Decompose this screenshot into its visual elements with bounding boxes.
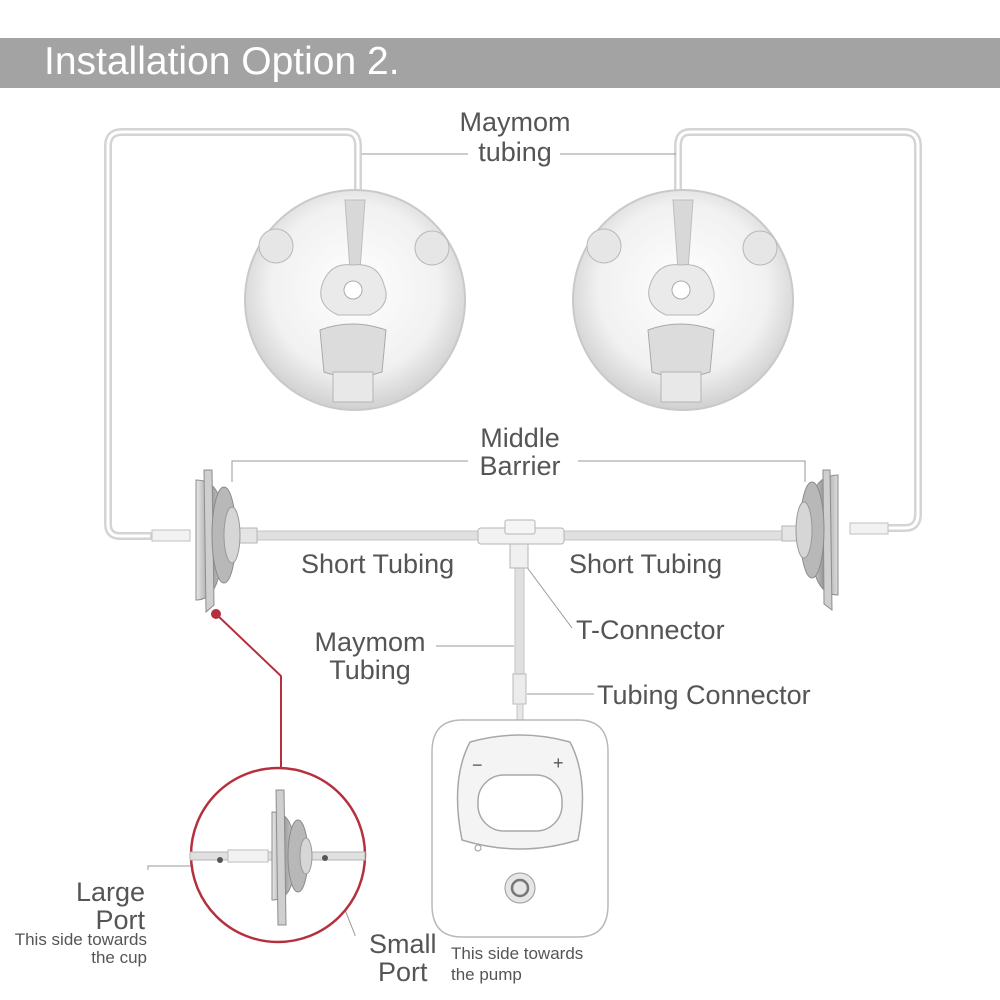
label-t-connector: T-Connector	[576, 615, 725, 645]
label-large-port-note: This side towards the cup	[14, 931, 147, 967]
label-middle-barrier: Middle Barrier	[479, 423, 561, 481]
title-banner: Installation Option 2.	[0, 38, 1000, 88]
label-small-port-note: This side towards the pump	[451, 944, 584, 984]
middle-barrier-icon	[151, 469, 258, 614]
callout-magnifier	[189, 766, 367, 944]
callout-line	[211, 609, 282, 770]
middle-barrier-icon	[781, 469, 889, 612]
pump-plus-label: +	[553, 753, 564, 773]
label-large-port: Large Port	[75, 877, 145, 935]
maymom-tubing-vertical	[512, 564, 527, 721]
maymom-tubing-outer-inner	[106, 130, 920, 538]
leader-lines	[147, 153, 806, 936]
breast-cup-icon	[572, 189, 794, 411]
label-tubing-connector: Tubing Connector	[597, 680, 811, 710]
label-short-tubing-right: Short Tubing	[569, 549, 723, 579]
t-connector-icon	[477, 519, 565, 569]
pump-minus-label: −	[472, 755, 483, 775]
label-short-tubing-left: Short Tubing	[301, 549, 455, 579]
pump-device-icon	[431, 719, 609, 938]
power-button-icon	[510, 878, 530, 898]
label-maymom-tubing-top: Maymom tubing	[459, 107, 571, 167]
page-title: Installation Option 2.	[44, 40, 400, 83]
breast-cup-icon	[244, 189, 466, 411]
label-small-port: Small Port	[369, 929, 437, 987]
label-maymom-tubing-mid: Maymom Tubing	[314, 627, 426, 685]
